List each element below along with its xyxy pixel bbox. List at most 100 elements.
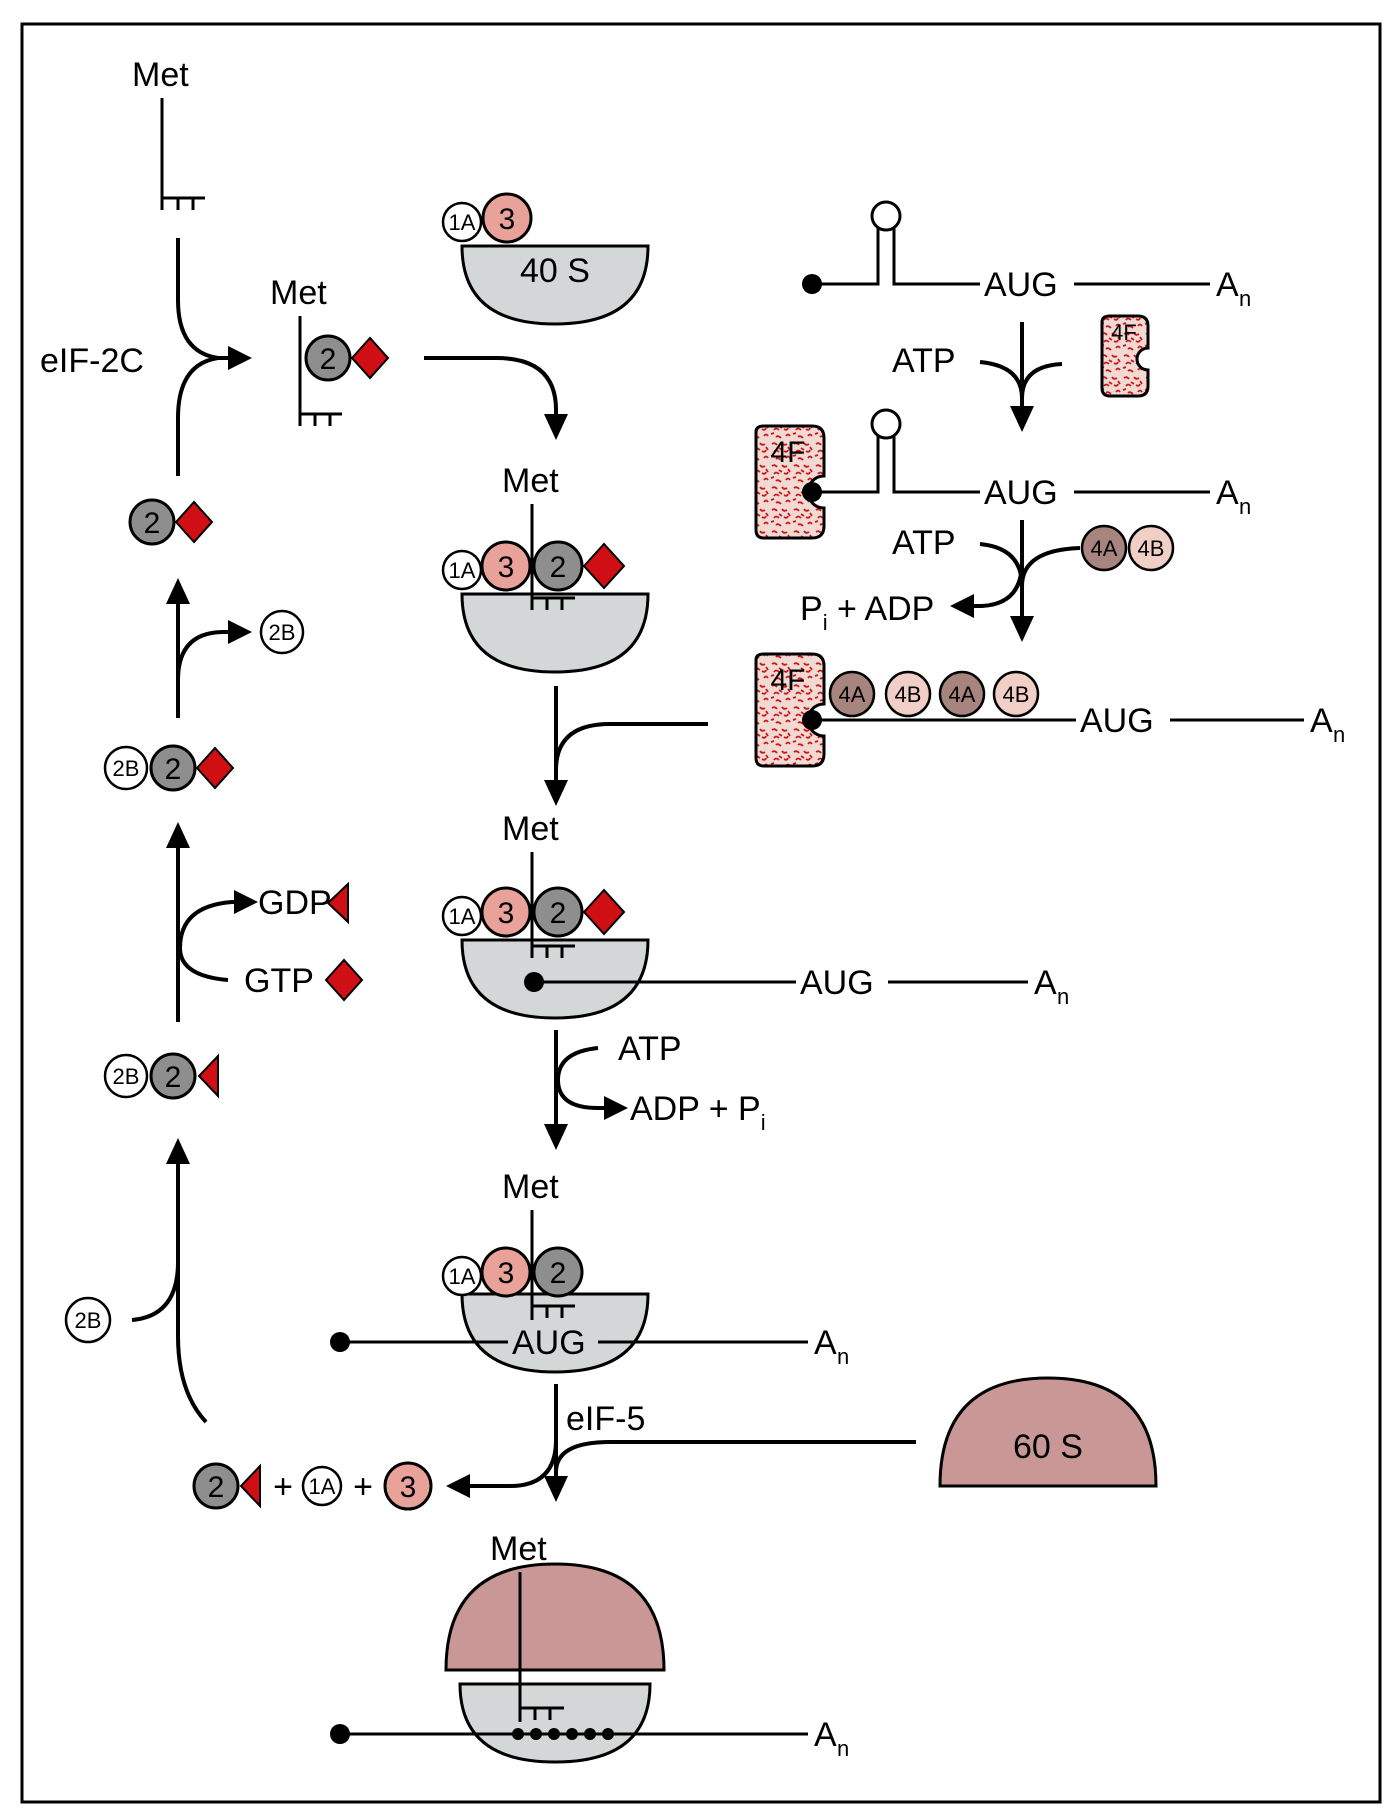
scanning-step-arrow: ATP ADP + Pi — [544, 1030, 766, 1150]
gtp-label: GTP — [244, 962, 314, 1000]
eif5-label: eIF-5 — [566, 1400, 645, 1438]
svg-text:1A: 1A — [449, 558, 476, 583]
svg-text:4F: 4F — [770, 436, 805, 469]
svg-text:Met: Met — [502, 462, 559, 500]
met-label-ternary: Met — [270, 274, 327, 312]
svg-text:2: 2 — [550, 551, 567, 584]
svg-text:4A: 4A — [839, 682, 866, 707]
eif2c-merge: eIF-2C — [40, 238, 252, 476]
svg-text:n: n — [1057, 984, 1069, 1009]
mrna-join-arrow — [544, 686, 708, 806]
svg-text:2: 2 — [208, 1471, 225, 1504]
eif2-num: 2 — [320, 343, 337, 376]
pi-adp-label: Pi + ADP — [800, 590, 934, 635]
svg-text:A: A — [814, 1716, 837, 1754]
svg-text:A: A — [1310, 702, 1333, 740]
svg-text:n: n — [1239, 286, 1251, 311]
gtp-diamond — [324, 958, 364, 1002]
released-factors: 2 + 1A + 3 — [192, 1461, 433, 1511]
svg-text:2: 2 — [165, 1061, 182, 1094]
eif4a-4b-binding-arrow: ATP Pi + ADP 4A 4B — [800, 520, 1175, 642]
complex-48s: Met 1A 3 2 AUG A n — [441, 810, 1069, 1020]
mrna-capped: AUG A n — [802, 200, 1251, 311]
svg-text:4B: 4B — [1138, 536, 1165, 561]
svg-text:4F: 4F — [1111, 320, 1137, 345]
gdp-label: GDP — [258, 884, 332, 922]
eif2b-eif2-gtp-complex: 2B 2 — [103, 744, 235, 792]
figure-frame — [20, 22, 1382, 1804]
svg-text:Met: Met — [490, 1530, 547, 1568]
s40-label: 40 S — [520, 252, 590, 290]
svg-text:3: 3 — [498, 551, 515, 584]
svg-text:1A: 1A — [309, 1474, 336, 1499]
svg-text:1A: 1A — [449, 1264, 476, 1289]
svg-text:1A: 1A — [449, 904, 476, 929]
svg-text:4A: 4A — [1091, 536, 1118, 561]
svg-text:AUG: AUG — [984, 474, 1058, 512]
svg-text:3: 3 — [498, 1257, 515, 1290]
svg-text:n: n — [837, 1344, 849, 1369]
svg-text:Met: Met — [502, 1168, 559, 1206]
gtp-diamond — [350, 336, 390, 380]
eif2-gtp-complex: 2 — [128, 498, 214, 546]
ternary-complex: Met 2 — [270, 274, 390, 426]
svg-text:AUG: AUG — [984, 266, 1058, 304]
ternary-to-40s-arrow — [424, 356, 568, 440]
svg-text:1A: 1A — [449, 210, 476, 235]
preinitiation-43s: Met 1A 3 2 — [441, 462, 650, 674]
met-label-top: Met — [132, 56, 189, 94]
gdp-triangle — [239, 1463, 261, 1509]
svg-text:ATP: ATP — [892, 524, 956, 562]
svg-text:A: A — [1216, 266, 1239, 304]
release-2b-arrow: 2B — [166, 578, 305, 718]
eif2c-label: eIF-2C — [40, 342, 144, 380]
ribosome-80s: Met A n — [330, 1530, 849, 1764]
svg-text:2: 2 — [550, 897, 567, 930]
svg-text:AUG: AUG — [1080, 702, 1154, 740]
svg-text:2B: 2B — [113, 756, 140, 781]
svg-text:4A: 4A — [949, 682, 976, 707]
svg-text:Met: Met — [502, 810, 559, 848]
eif4f-binding-arrow: ATP 4F — [892, 314, 1150, 432]
svg-text:4F: 4F — [770, 664, 805, 697]
svg-text:2: 2 — [144, 507, 161, 540]
gdp-triangle — [197, 1053, 219, 1099]
adp-pi-label: ADP + Pi — [630, 1090, 766, 1135]
svg-text:AUG: AUG — [512, 1324, 586, 1362]
svg-text:n: n — [837, 1736, 849, 1761]
mrna-with-eif4f: 4F AUG A n — [754, 408, 1251, 540]
aug-recognition-complex: Met 1A 3 2 AUG A n — [330, 1168, 849, 1374]
free-met-trna: Met — [132, 56, 205, 210]
svg-text:3: 3 — [498, 897, 515, 930]
svg-text:3: 3 — [400, 1471, 417, 1504]
svg-text:+: + — [273, 1468, 293, 1506]
svg-text:4B: 4B — [895, 682, 922, 707]
svg-text:4B: 4B — [1003, 682, 1030, 707]
s60-label: 60 S — [1013, 1428, 1083, 1466]
eif2-circle — [304, 334, 352, 382]
eif2b-binding-arrow: 2B — [64, 1138, 208, 1424]
svg-text:n: n — [1239, 494, 1251, 519]
svg-text:2B: 2B — [269, 620, 296, 645]
svg-text:3: 3 — [499, 203, 516, 236]
svg-text:2B: 2B — [113, 1064, 140, 1089]
svg-text:ATP: ATP — [892, 342, 956, 380]
subunit-60s-free: 60 S — [938, 1376, 1158, 1488]
svg-text:2B: 2B — [75, 1308, 102, 1333]
svg-text:AUG: AUG — [800, 964, 874, 1002]
subunit-joining-arrow: eIF-5 — [446, 1384, 916, 1502]
svg-text:2: 2 — [165, 753, 182, 786]
subunit-40s-step1: 1A 3 40 S — [441, 192, 650, 326]
svg-text:A: A — [814, 1324, 837, 1362]
svg-text:+: + — [353, 1468, 373, 1506]
gtp-diamond — [174, 500, 214, 544]
gdp-gtp-exchange: GDP GTP — [166, 822, 364, 1022]
svg-text:n: n — [1333, 722, 1345, 747]
eif2b-eif2-gdp-complex: 2B 2 — [103, 1052, 219, 1100]
gdp-triangle — [326, 881, 349, 925]
atp-label-scan: ATP — [618, 1030, 682, 1068]
gtp-diamond — [195, 746, 235, 790]
activated-mrna: 4F 4A 4B 4A 4B AUG A n — [754, 652, 1345, 768]
